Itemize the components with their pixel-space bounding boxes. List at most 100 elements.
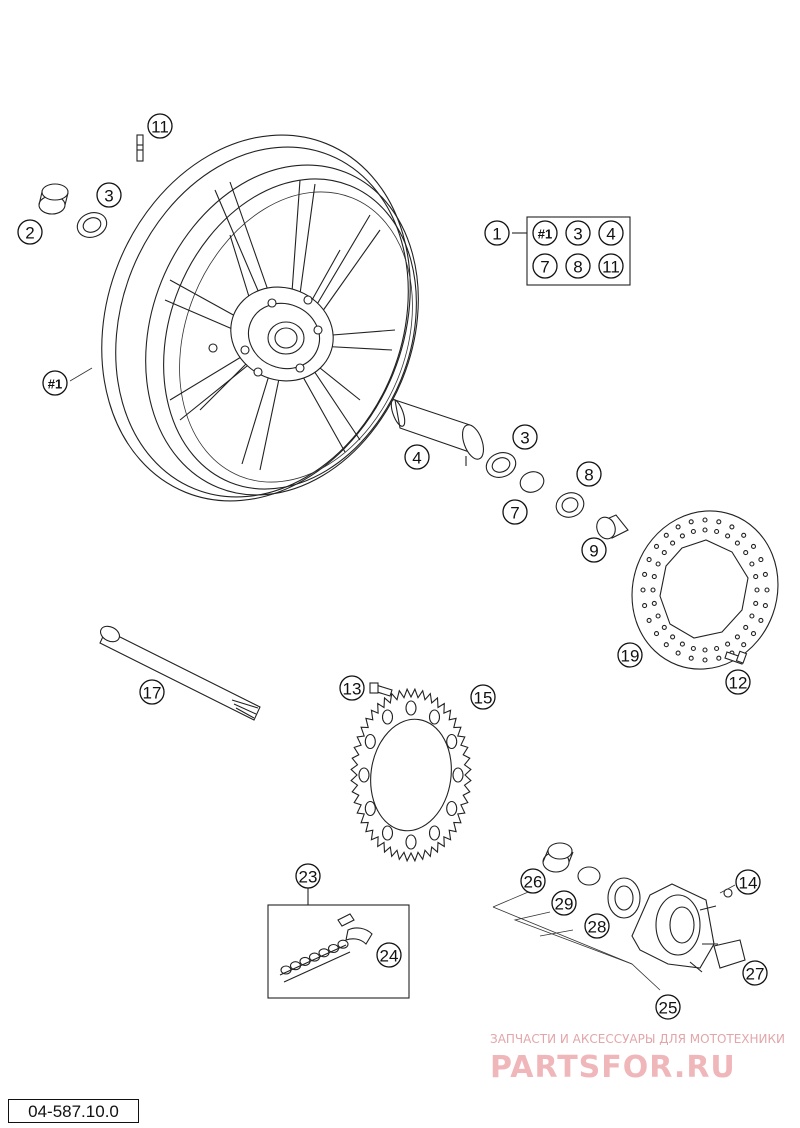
callout-c-k1: #1	[532, 220, 558, 246]
disc-hole	[762, 603, 768, 609]
sprocket-hole	[405, 834, 417, 850]
callout-circle	[598, 253, 624, 279]
callout-c-14: 14	[735, 869, 761, 895]
callout-circle	[139, 679, 165, 705]
disc-hole	[688, 519, 694, 525]
part-15-sprocket	[350, 687, 472, 863]
callout-c-rim: #1	[42, 370, 68, 396]
callout-c-9: 9	[581, 537, 607, 563]
callout-circle	[551, 890, 577, 916]
disc-hole	[716, 519, 722, 525]
callout-c-24: 24	[376, 942, 402, 968]
callout-c-k8: 8	[565, 253, 591, 279]
callout-label: 28	[588, 918, 607, 937]
disc-hole	[640, 587, 646, 593]
sprocket-hole	[381, 709, 394, 725]
callout-c-4: 4	[404, 444, 430, 470]
callout-circle	[376, 942, 402, 968]
callout-label: 25	[659, 999, 678, 1018]
disc-hole	[690, 528, 696, 535]
callout-label: 15	[474, 689, 493, 708]
watermark-tagline: ЗАПЧАСТИ И АКСЕССУАРЫ ДЛЯ МОТОТЕХНИКИ	[490, 1032, 785, 1046]
callout-c-23: 23	[295, 863, 321, 889]
callout-c-15: 15	[470, 684, 496, 710]
callout-c-k11: 11	[598, 253, 624, 279]
callout-circle	[404, 444, 430, 470]
disc-hole	[758, 617, 764, 623]
callout-c-1: 1	[484, 220, 510, 246]
callout-c-29: 29	[551, 890, 577, 916]
part-17-axle	[99, 625, 261, 721]
disc-hole	[675, 650, 681, 656]
disc-hole	[749, 613, 755, 619]
callout-label: 12	[729, 674, 748, 693]
disc-hole	[725, 533, 731, 539]
callout-circle	[576, 461, 602, 487]
callout-circle	[470, 684, 496, 710]
disc-hole	[690, 645, 696, 652]
callout-c-26: 26	[520, 868, 546, 894]
chain-link	[337, 939, 349, 949]
callout-label: 1	[492, 225, 501, 244]
callout-circle	[725, 669, 751, 695]
part-19-brake-disc	[631, 510, 779, 670]
sprocket-hole	[381, 825, 394, 841]
callout-c-8: 8	[576, 461, 602, 487]
callout-circle	[339, 675, 365, 701]
callout-circle	[96, 182, 122, 208]
watermark-brand: PARTSFOR.RU	[490, 1050, 736, 1085]
rear-wheel-rim	[101, 134, 419, 502]
callout-label: 11	[602, 258, 620, 277]
disc-hole	[653, 631, 660, 637]
callout-circle	[581, 537, 607, 563]
chain-link	[299, 956, 311, 966]
part-2-spacer	[38, 183, 69, 215]
part-9-spacer	[596, 514, 629, 540]
callout-circle	[147, 113, 173, 139]
disc-hole	[642, 603, 648, 609]
disc-hole	[734, 634, 740, 640]
callout-circle	[484, 220, 510, 246]
disc-hole	[764, 587, 770, 593]
chain-link	[280, 965, 292, 975]
disc-hole	[716, 655, 722, 661]
chain-link	[318, 948, 330, 958]
callout-circle	[655, 994, 681, 1020]
part-4-sleeve	[390, 399, 485, 466]
callout-c-19: 19	[617, 642, 643, 668]
callout-label: 8	[573, 258, 582, 277]
disc-hole	[750, 543, 757, 549]
callout-label: 4	[412, 449, 421, 468]
callout-circle	[512, 424, 538, 450]
part-13-bolt	[369, 682, 393, 697]
disc-hole	[702, 517, 708, 523]
disc-hole	[679, 641, 685, 647]
callout-circle	[532, 253, 558, 279]
disc-hole	[714, 528, 720, 535]
disc-hole	[753, 600, 759, 606]
part-8-seal	[555, 492, 585, 518]
tire-valve	[136, 134, 144, 162]
callout-label: 17	[143, 684, 162, 703]
leader-lines	[69, 367, 93, 382]
part-25-sprocket-carrier	[492, 842, 746, 991]
disc-hole	[655, 561, 661, 567]
callout-label: 14	[739, 874, 758, 893]
callout-circle	[565, 253, 591, 279]
callout-circle	[565, 220, 591, 246]
disc-hole	[651, 600, 657, 606]
part-3-bearing-right	[485, 452, 517, 478]
callout-label: 3	[520, 429, 529, 448]
disc-hole	[743, 550, 749, 556]
callout-circle	[584, 913, 610, 939]
callout-label: #1	[48, 377, 62, 392]
callout-label: 3	[104, 187, 113, 206]
disc-hole	[702, 647, 708, 653]
callout-c-2: 2	[17, 219, 43, 245]
callout-label: 3	[573, 225, 582, 244]
part-23-chain-kit	[267, 888, 410, 999]
callout-c-27: 27	[742, 960, 768, 986]
disc-hole	[675, 524, 681, 530]
